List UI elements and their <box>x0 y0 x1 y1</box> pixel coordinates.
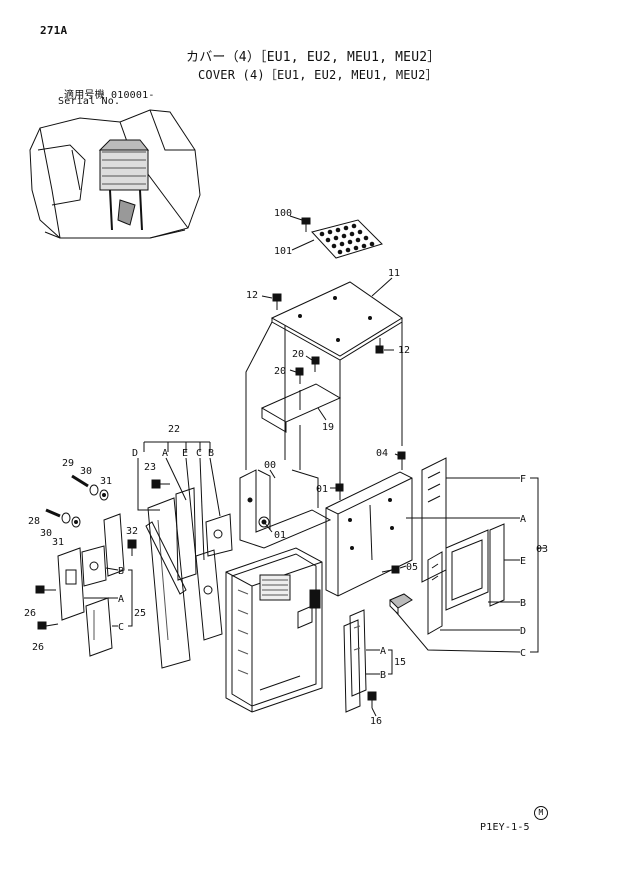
callout-20-lower: 20 <box>274 366 286 377</box>
plate-A-25 <box>57 547 85 621</box>
callout-03: 03 <box>536 544 548 555</box>
washer-30-lower <box>61 512 71 524</box>
leader-lines-labels <box>84 215 546 717</box>
excavator-locator-sketch <box>29 109 201 239</box>
callout-A-15: A <box>380 646 386 657</box>
footer-code: P1EY-1-5 <box>480 822 530 833</box>
callout-11: 11 <box>388 268 400 279</box>
callout-E-03: E <box>520 556 526 567</box>
title-japanese: カバー（4）［EU1, EU2, MEU1, MEU2］ <box>186 50 441 65</box>
plate-C-25 <box>85 597 113 657</box>
callout-C-22: C <box>196 448 202 459</box>
callout-100: 100 <box>274 208 292 219</box>
seal-strip-A-15 <box>343 619 361 713</box>
bolt-12 <box>272 293 384 354</box>
callout-29: 29 <box>62 458 74 469</box>
marker-symbol: M <box>534 806 548 820</box>
bolt-05 <box>381 565 400 574</box>
callout-01-upper: 01 <box>316 484 328 495</box>
plate-upper-left <box>103 513 125 577</box>
seal-strip-B <box>445 529 489 611</box>
side-panel-main <box>325 471 413 597</box>
bolt-100 <box>301 217 311 232</box>
callout-labels: 100 101 11 12 12 20 20 19 22 D A E C B 2… <box>24 208 548 727</box>
callout-16: 16 <box>370 716 382 727</box>
callout-04: 04 <box>376 448 388 459</box>
callout-30-upper: 30 <box>80 466 92 477</box>
callout-15: 15 <box>394 657 406 668</box>
seal-strip-E <box>489 523 505 607</box>
bolt-32 <box>127 539 137 556</box>
callout-101: 101 <box>274 246 292 257</box>
serial-label-english: Serial No. <box>58 96 121 107</box>
callout-A-22: A <box>162 448 168 459</box>
bolt-26 <box>35 585 59 630</box>
callout-23: 23 <box>144 462 156 473</box>
stay-plate-B <box>205 513 233 557</box>
callout-19: 19 <box>322 422 334 433</box>
bolt-01 <box>335 483 344 500</box>
bolt-16 <box>367 691 377 708</box>
callout-C-03: C <box>520 648 526 659</box>
leader-lines-top <box>245 321 403 486</box>
plate-B-25 <box>81 545 107 587</box>
callout-E-22: E <box>182 448 188 459</box>
radiator-core <box>225 547 323 713</box>
callout-25: 25 <box>134 608 146 619</box>
callout-05: 05 <box>406 562 418 573</box>
bolt-28 <box>45 508 61 518</box>
callout-20-upper: 20 <box>292 349 304 360</box>
callout-F: F <box>520 474 526 485</box>
callout-B-15: B <box>380 670 386 681</box>
stay-plate-A <box>175 487 197 581</box>
perforated-plate-101 <box>311 219 383 259</box>
washer-31 <box>99 489 109 501</box>
brace-rod <box>145 521 187 595</box>
callout-D-03: D <box>520 626 526 637</box>
callout-22: 22 <box>168 424 180 435</box>
callout-A-25: A <box>118 594 124 605</box>
stay-plate-D <box>147 497 191 669</box>
callout-32: 32 <box>126 526 138 537</box>
bolt-04 <box>397 451 406 470</box>
title-english: COVER (4)［EU1, EU2, MEU1, MEU2］ <box>198 68 438 82</box>
callout-B-25: B <box>118 566 124 577</box>
callout-12-left: 12 <box>246 290 258 301</box>
seal-strip-B-15 <box>349 609 367 697</box>
stay-plate-C <box>195 549 223 641</box>
serial-label-japanese: 適用号機 010001- <box>64 90 155 101</box>
callout-26-lower: 26 <box>32 642 44 653</box>
spacer-block <box>389 593 413 616</box>
callout-30-lower: 30 <box>40 528 52 539</box>
callout-28: 28 <box>28 516 40 527</box>
callout-A-03: A <box>520 514 526 525</box>
callout-D-22: D <box>132 448 138 459</box>
callout-01-lower: 01 <box>274 530 286 541</box>
washer-31-lower <box>71 516 81 528</box>
bolt-20 <box>295 356 320 384</box>
callout-26-upper: 26 <box>24 608 36 619</box>
bolt-23 <box>151 479 170 489</box>
callout-12-right: 12 <box>398 345 410 356</box>
washer-30 <box>89 484 99 496</box>
callout-C-25: C <box>118 622 124 633</box>
callout-B-22: B <box>208 448 214 459</box>
seal-strip-D <box>427 551 443 635</box>
bolt-29 <box>71 474 89 488</box>
page-number: 271A <box>40 24 68 37</box>
callout-31-upper: 31 <box>100 476 112 487</box>
callout-B-03: B <box>520 598 526 609</box>
callout-00: 00 <box>264 460 276 471</box>
callout-31-lower: 31 <box>52 537 64 548</box>
frame-bracket-00 <box>239 469 332 549</box>
